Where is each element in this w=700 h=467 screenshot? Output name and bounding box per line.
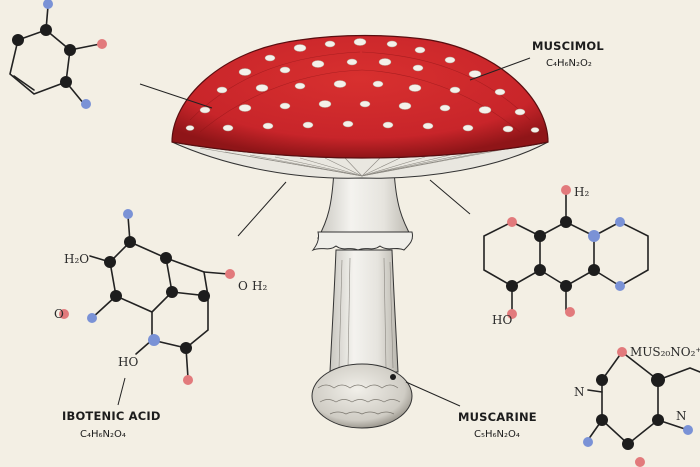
atom-n-right: N (676, 409, 687, 423)
mushroom (171, 34, 549, 429)
ibotenic-acid-formula: C₄H₆N₂O₄ (80, 429, 126, 440)
gill-lines (199, 145, 523, 177)
molecule-bottom-right: MUS₂₀NO₂⁺ N N (574, 345, 700, 467)
muscimol-name: MUSCIMOL (532, 39, 604, 53)
atom-h2: H₂ (252, 279, 267, 293)
label-muscarine: MUSCARINE C₅H₆N₂O₄ (458, 410, 537, 440)
mushroom-volva (311, 363, 413, 429)
mushroom-stalk (329, 249, 399, 373)
muscarine-name: MUSCARINE (458, 410, 537, 424)
volva-texture (317, 384, 401, 415)
atom-h2-right: H₂ (574, 185, 589, 199)
atom-ho: HO (118, 355, 138, 369)
molecule-left: H₂O O H₂ O HO (54, 209, 267, 385)
atom-o-left: O (54, 307, 64, 321)
cap-warts (185, 38, 540, 133)
atom-n-left: N (574, 385, 585, 399)
atom-o: O (238, 279, 248, 293)
volva-dot (390, 374, 396, 380)
atom-ho-right: HO (492, 313, 512, 327)
molecule-top-left (9, 0, 107, 109)
atom-mus-label: MUS₂₀NO₂⁺ (630, 345, 700, 359)
label-muscimol: MUSCIMOL C₄H₆N₂O₂ (532, 39, 604, 69)
molecule-right: H₂ HO (483, 185, 649, 327)
atom-h2o: H₂O (64, 252, 89, 266)
ibotenic-acid-name: IBOTENIC ACID (62, 409, 161, 423)
mushroom-ring (311, 231, 413, 252)
label-ibotenic-acid: IBOTENIC ACID C₄H₆N₂O₄ (62, 409, 161, 440)
cap-hatching (189, 51, 531, 133)
mushroom-cap (171, 34, 549, 159)
leader-lines (117, 57, 531, 407)
muscarine-formula: C₅H₆N₂O₄ (474, 429, 520, 440)
muscimol-formula: C₄H₆N₂O₂ (546, 58, 592, 69)
mushroom-stem (317, 169, 413, 239)
stalk-hatching (338, 257, 394, 369)
